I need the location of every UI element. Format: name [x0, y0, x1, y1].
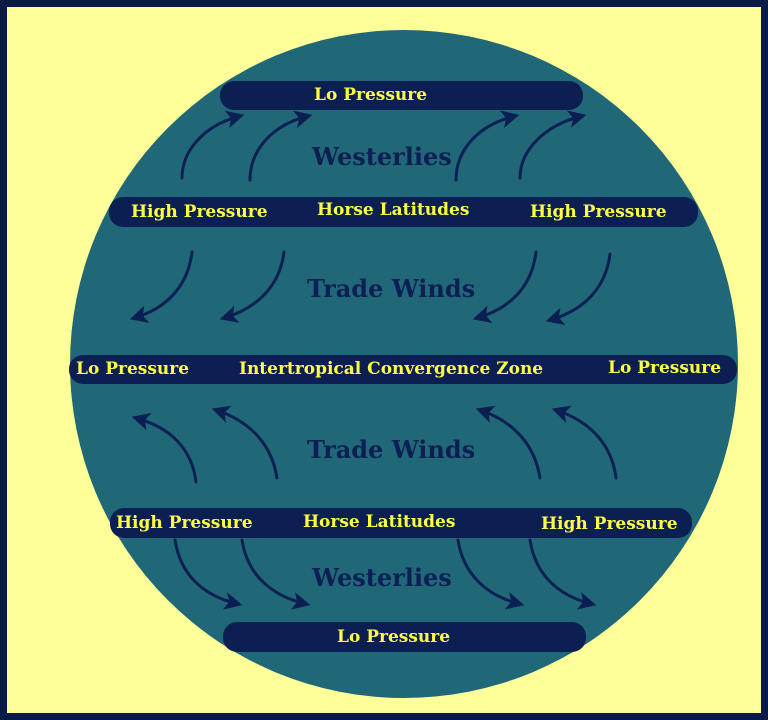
label-itcz-lo-left: Lo Pressure — [76, 359, 190, 379]
label-north-high-left: High Pressure — [131, 202, 268, 222]
label-south-trade-winds: Trade Winds — [307, 435, 476, 464]
band-itcz — [69, 355, 737, 384]
label-itcz-lo-right: Lo Pressure — [608, 358, 722, 378]
label-north-trade-winds: Trade Winds — [307, 274, 476, 303]
label-north-horse-latitudes: Horse Latitudes — [317, 200, 470, 220]
label-south-high-left: High Pressure — [116, 513, 253, 533]
label-bottom-lo-pressure: Lo Pressure — [337, 627, 451, 647]
label-top-lo-pressure: Lo Pressure — [314, 85, 428, 105]
label-south-westerlies: Westerlies — [312, 563, 452, 592]
band-north-high-pressure — [109, 197, 698, 227]
label-south-horse-latitudes: Horse Latitudes — [303, 512, 456, 532]
band-south-high-pressure — [110, 508, 692, 538]
label-south-high-right: High Pressure — [541, 514, 678, 534]
band-top-lo-pressure — [220, 81, 583, 110]
label-north-high-right: High Pressure — [530, 202, 667, 222]
label-itcz: Intertropical Convergence Zone — [239, 359, 544, 379]
band-bottom-lo-pressure — [223, 622, 586, 652]
label-north-westerlies: Westerlies — [312, 142, 452, 171]
